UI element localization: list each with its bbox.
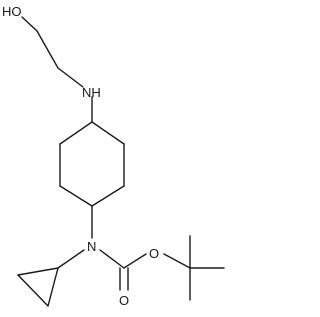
bond-c1-c2 — [36, 30, 59, 69]
cyclopropyl-bond-1 — [47, 267, 59, 307]
atom-label-carbonyl-o: O — [119, 293, 129, 308]
bond-c2-nh — [57, 67, 84, 88]
atom-label-hydroxyl: HO — [2, 4, 22, 19]
ring-bond-6 — [59, 121, 93, 145]
bond-o-c1 — [21, 16, 38, 32]
ring-bond-3 — [91, 185, 125, 207]
bond-n-carbonyl — [99, 249, 125, 269]
bond-carbonyl-ester-o — [123, 253, 147, 269]
atom-label-amine-nh: NH — [82, 85, 101, 100]
molecule-diagram: HO NH N O O — [2, 4, 225, 308]
cyclopropyl-bond-2 — [17, 274, 49, 307]
ring-bond-4 — [59, 185, 93, 207]
bond-ester-o-tbu — [163, 253, 191, 269]
atom-label-carbamate-n: N — [87, 239, 96, 254]
ring-bond-1 — [91, 121, 125, 145]
bond-n-cyclopropyl — [57, 249, 85, 269]
atom-label-ester-o: O — [149, 246, 159, 261]
cyclopropyl-bond-3 — [17, 267, 59, 276]
structure-canvas: HO NH N O O — [2, 4, 225, 308]
